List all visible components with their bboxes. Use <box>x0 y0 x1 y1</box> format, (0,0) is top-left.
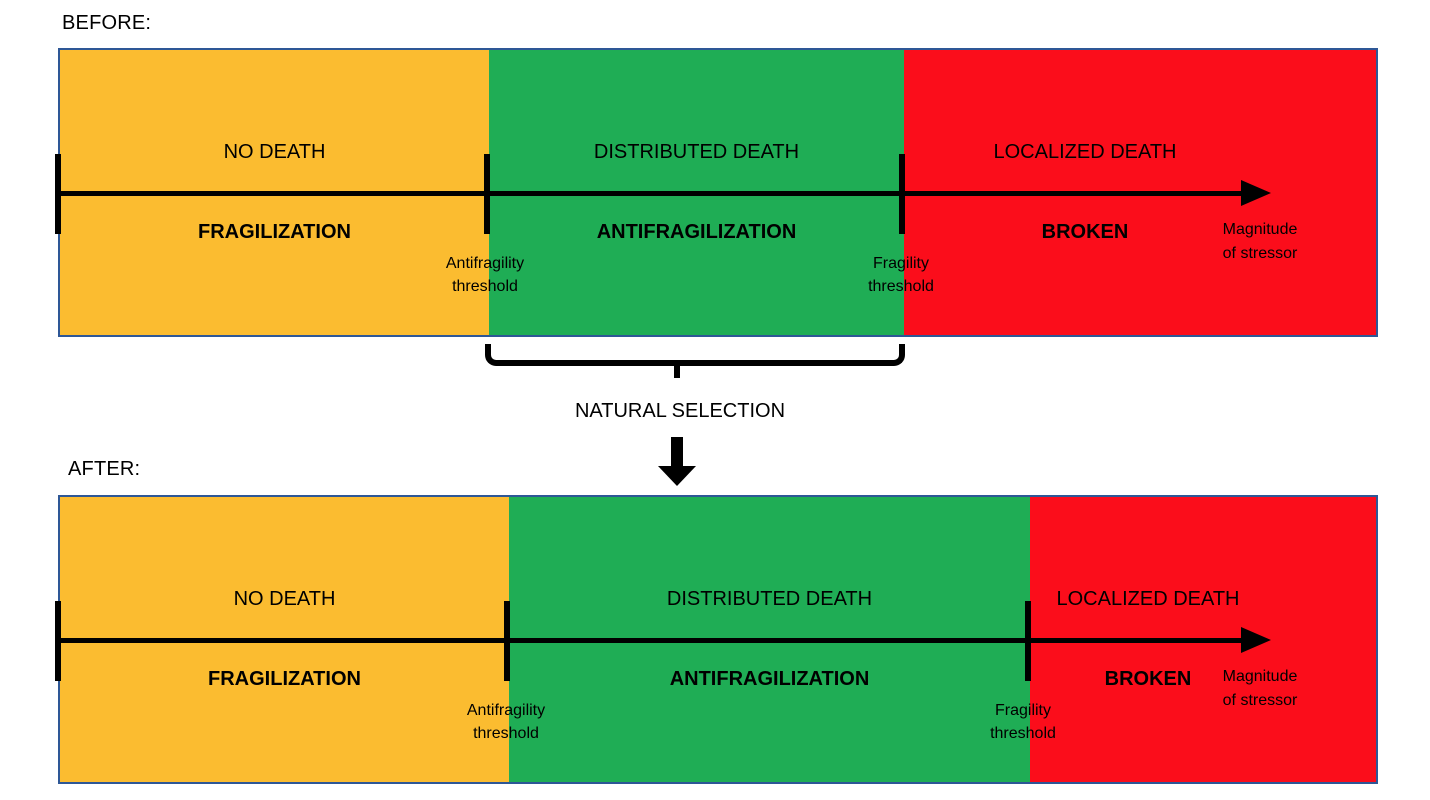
down-arrowhead-icon <box>658 466 696 486</box>
antifragility-threshold-tick <box>484 154 490 234</box>
stressor-axis <box>55 180 1271 206</box>
zone-top-label: LOCALIZED DEATH <box>993 141 1177 163</box>
zone-bottom-label: FRAGILIZATION <box>208 668 361 690</box>
zone-top-label: DISTRIBUTED DEATH <box>666 588 873 610</box>
before-diagram: NO DEATH FRAGILIZATION DISTRIBUTED DEATH… <box>55 48 1378 337</box>
after-title: AFTER: <box>68 458 141 480</box>
before-title: BEFORE: <box>62 12 152 34</box>
zone-top-label: DISTRIBUTED DEATH <box>593 141 800 163</box>
zone-top-label: NO DEATH <box>223 141 326 163</box>
antifragility-threshold-tick <box>504 601 510 681</box>
axis-arrowhead-icon <box>1241 627 1271 653</box>
zone-bottom-label: BROKEN <box>1041 221 1129 243</box>
antifragility-threshold-label: Antifragility threshold <box>466 702 546 742</box>
zone-bottom-label: ANTIFRAGILIZATION <box>596 221 797 243</box>
zone-bottom-label: ANTIFRAGILIZATION <box>669 668 870 690</box>
magnitude-of-stressor-label: Magnitude of stressor <box>1222 221 1298 262</box>
zone-top-label: LOCALIZED DEATH <box>1056 588 1240 610</box>
stressor-axis <box>55 627 1271 653</box>
fragility-threshold-label: Fragility threshold <box>990 702 1056 742</box>
fragility-threshold-tick <box>1025 601 1031 681</box>
zone-top-label: NO DEATH <box>233 588 336 610</box>
natural-selection-brace-nub <box>674 363 680 378</box>
natural-selection-brace <box>485 344 905 366</box>
fragility-threshold-tick <box>899 154 905 234</box>
zone-bottom-label: FRAGILIZATION <box>198 221 351 243</box>
zone-bottom-label: BROKEN <box>1104 668 1192 690</box>
natural-selection-arrow <box>671 437 683 466</box>
axis-arrowhead-icon <box>1241 180 1271 206</box>
axis-origin-tick <box>55 601 61 681</box>
after-diagram: NO DEATH FRAGILIZATION DISTRIBUTED DEATH… <box>55 495 1378 784</box>
axis-origin-tick <box>55 154 61 234</box>
natural-selection-label: NATURAL SELECTION <box>574 400 786 422</box>
antifragility-threshold-label: Antifragility threshold <box>445 255 525 295</box>
fragility-threshold-label: Fragility threshold <box>868 255 934 295</box>
magnitude-of-stressor-label: Magnitude of stressor <box>1222 668 1298 709</box>
